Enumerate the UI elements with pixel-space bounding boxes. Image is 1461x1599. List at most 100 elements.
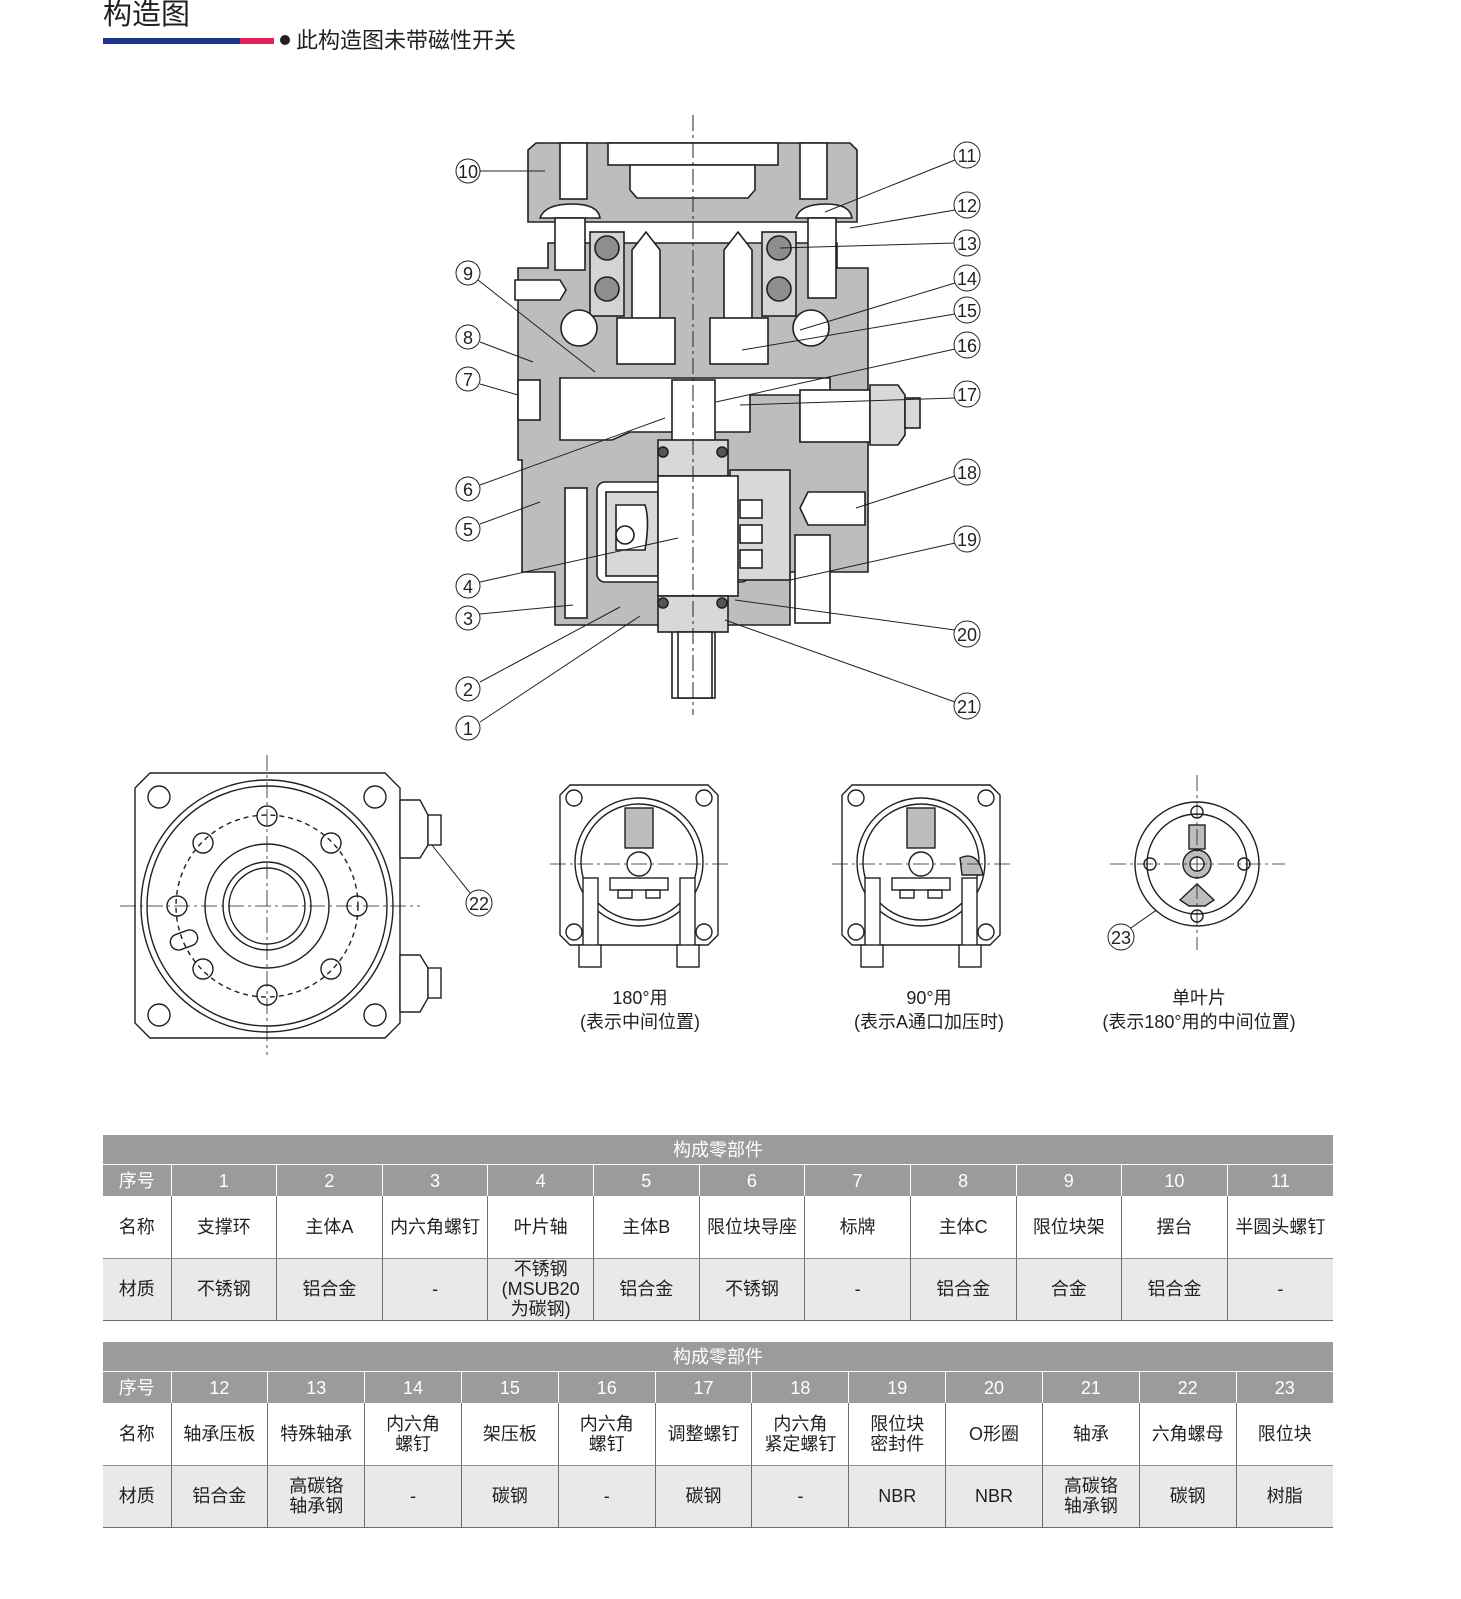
callout: 6: [455, 476, 481, 502]
row-label: 名称: [103, 1403, 171, 1466]
part-number: 15: [460, 1371, 559, 1403]
caption-line2: (表示中间位置): [580, 1012, 700, 1032]
section-note: 此构造图未带磁性开关: [280, 27, 516, 55]
part-name: 限位块导座: [698, 1196, 805, 1259]
caption-line1: 180°用: [612, 988, 668, 1008]
part-material: -: [381, 1258, 488, 1321]
part-name: 特殊轴承: [267, 1403, 365, 1466]
part-material: NBR: [848, 1465, 946, 1528]
callout: 10: [455, 158, 481, 184]
part-name: 限位块: [1235, 1403, 1333, 1466]
svg-text:3: 3: [463, 609, 473, 629]
part-material: -: [804, 1258, 911, 1321]
callout: 2: [455, 676, 481, 702]
material-row: 材质不锈钢铝合金-不锈钢 (MSUB20 为碳钢)铝合金不锈钢-铝合金合金铝合金…: [103, 1258, 1333, 1321]
callout: 17: [953, 380, 981, 408]
svg-text:22: 22: [469, 894, 489, 914]
svg-text:9: 9: [463, 264, 473, 284]
svg-text:13: 13: [957, 234, 977, 254]
part-name: 标牌: [804, 1196, 911, 1259]
caption-line2: (表示180°用的中间位置): [1102, 1012, 1296, 1032]
row-label: 序号: [103, 1164, 171, 1196]
part-name: 架压板: [460, 1403, 559, 1466]
part-number: 17: [654, 1371, 752, 1403]
svg-text:8: 8: [463, 328, 473, 348]
callout: 19: [953, 525, 981, 553]
callout: 22: [465, 889, 493, 917]
part-material: 铝合金: [909, 1258, 1016, 1321]
callout: 12: [953, 191, 981, 219]
caption-90: 90°用 (表示A通口加压时): [779, 986, 1079, 1034]
callouts-left: 10 9 8 7 6 5 4 3 2 1: [455, 158, 481, 741]
part-number: 6: [698, 1164, 805, 1196]
view-single-vane: [1110, 775, 1285, 950]
part-name: 内六角 螺钉: [557, 1403, 656, 1466]
part-material: -: [751, 1465, 849, 1528]
part-name: 主体C: [909, 1196, 1016, 1259]
svg-text:1: 1: [463, 719, 473, 739]
part-number: 2: [276, 1164, 383, 1196]
caption-line1: 单叶片: [1172, 988, 1226, 1008]
svg-text:17: 17: [957, 385, 977, 405]
svg-text:20: 20: [957, 625, 977, 645]
part-material: 铝合金: [1121, 1258, 1228, 1321]
part-number: 4: [487, 1164, 594, 1196]
part-name: 叶片轴: [487, 1196, 594, 1259]
part-name: 轴承: [1041, 1403, 1140, 1466]
part-number: 11: [1226, 1164, 1333, 1196]
part-material: -: [364, 1465, 462, 1528]
part-material: 碳钢: [654, 1465, 752, 1528]
part-material: 高碳铬 轴承钢: [1041, 1465, 1140, 1528]
construction-drawing: 10 9 8 7 6 5 4 3 2 1 11 12 13 14 15 16 1…: [120, 115, 1285, 1055]
callout: 16: [953, 331, 981, 359]
part-material: 树脂: [1235, 1465, 1333, 1528]
note-text: 此构造图未带磁性开关: [296, 28, 517, 53]
title-underline-red: [240, 38, 274, 44]
view-90-degree: [832, 784, 1010, 968]
svg-text:15: 15: [957, 301, 977, 321]
part-name: O形圈: [945, 1403, 1043, 1466]
part-number: 5: [593, 1164, 700, 1196]
caption-line2: (表示A通口加压时): [854, 1012, 1004, 1032]
part-name: 内六角螺钉: [381, 1196, 488, 1259]
callout: 11: [953, 141, 981, 169]
caption-line1: 90°用: [906, 988, 952, 1008]
part-name: 半圆头螺钉: [1226, 1196, 1333, 1259]
part-material: 铝合金: [170, 1465, 268, 1528]
svg-text:18: 18: [957, 463, 977, 483]
row-label: 序号: [103, 1371, 171, 1403]
callout: 3: [455, 605, 481, 631]
part-material: 高碳铬 轴承钢: [267, 1465, 365, 1528]
part-material: 不锈钢: [170, 1258, 277, 1321]
part-number: 21: [1041, 1371, 1140, 1403]
part-number: 1: [170, 1164, 277, 1196]
callout: 21: [953, 692, 981, 720]
caption-180: 180°用 (表示中间位置): [490, 986, 790, 1034]
callout: 23: [1107, 923, 1135, 951]
part-name: 调整螺钉: [654, 1403, 752, 1466]
callout: 4: [455, 573, 481, 599]
part-number: 19: [848, 1371, 946, 1403]
svg-text:21: 21: [957, 697, 977, 717]
callout: 5: [455, 516, 481, 542]
part-name: 摆台: [1121, 1196, 1228, 1259]
svg-text:11: 11: [958, 146, 977, 166]
part-number: 23: [1235, 1371, 1333, 1403]
part-number: 14: [364, 1371, 462, 1403]
part-material: 不锈钢 (MSUB20 为碳钢): [487, 1258, 594, 1321]
leader-lines: [419, 159, 1186, 931]
part-name: 支撑环: [170, 1196, 277, 1259]
part-name: 主体A: [276, 1196, 383, 1259]
part-name: 限位块 密封件: [848, 1403, 946, 1466]
svg-text:12: 12: [957, 196, 977, 216]
part-material: 铝合金: [276, 1258, 383, 1321]
view-180-degree: [550, 784, 730, 968]
svg-text:19: 19: [957, 530, 977, 550]
part-number: 3: [381, 1164, 488, 1196]
part-material: 碳钢: [1138, 1465, 1237, 1528]
callout: 13: [953, 229, 981, 257]
part-name: 限位块架: [1015, 1196, 1122, 1259]
